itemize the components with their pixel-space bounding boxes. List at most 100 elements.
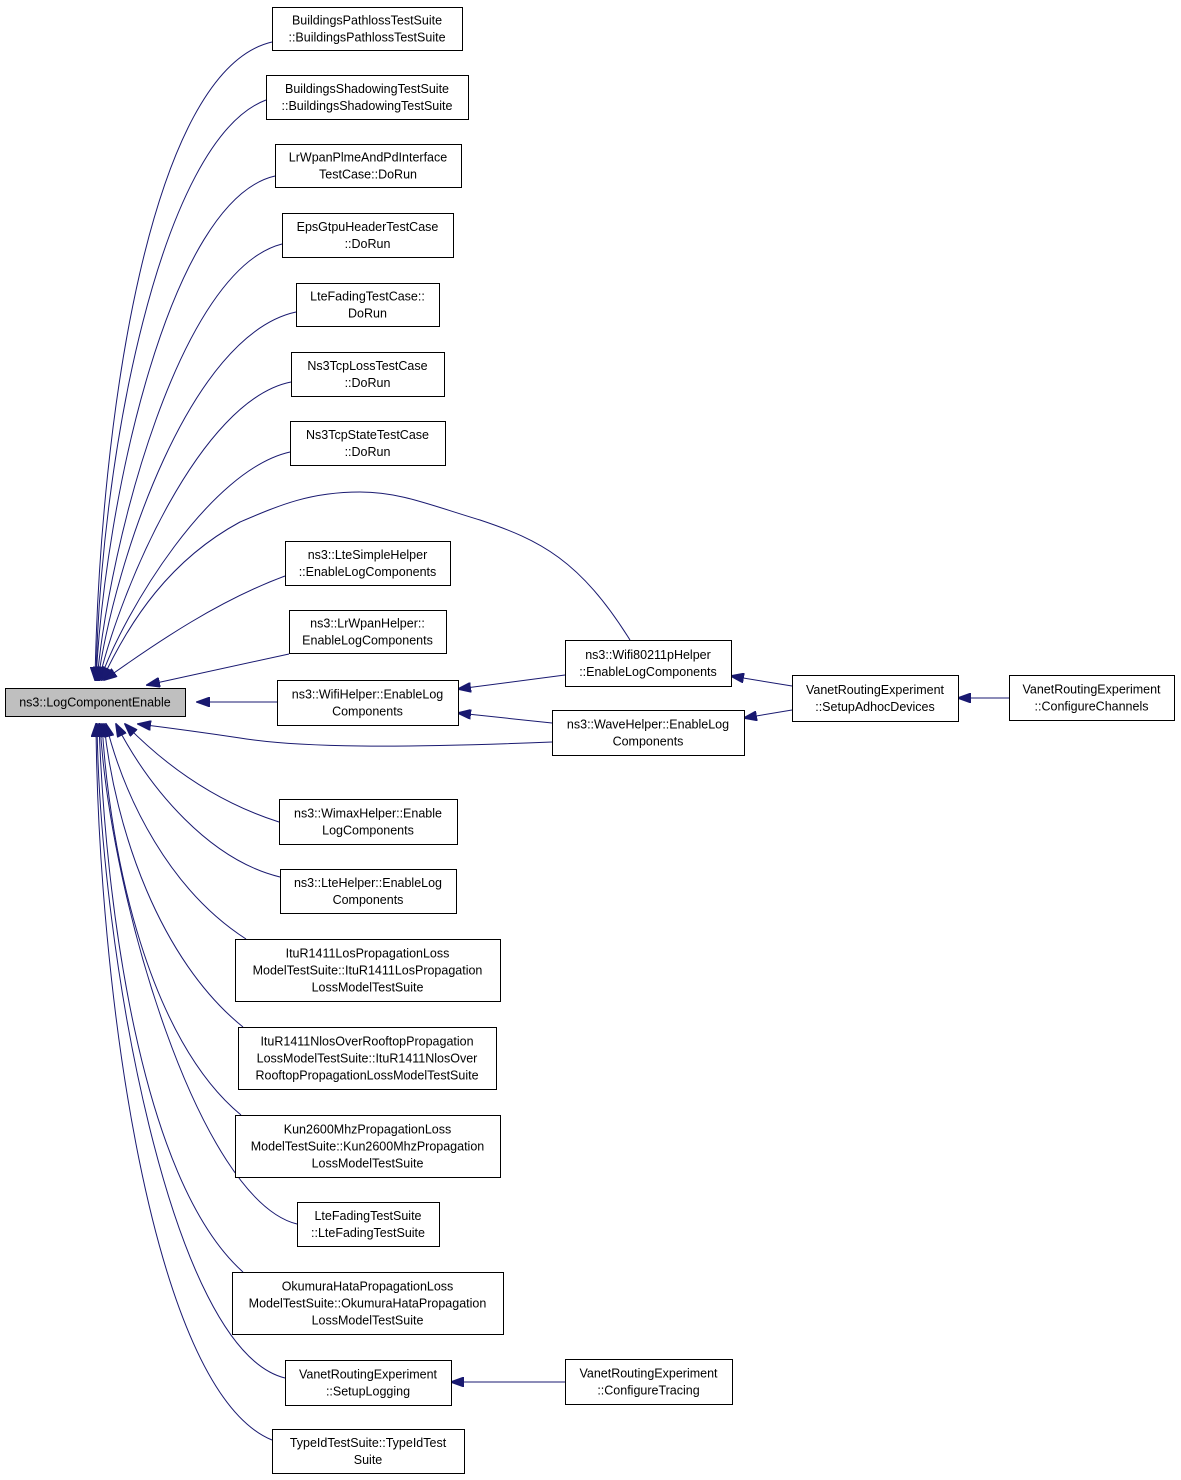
edge-n16-root [100, 724, 298, 1225]
edge-line [99, 381, 292, 680]
graph-node[interactable]: BuildingsPathlossTestSuite::BuildingsPat… [272, 7, 463, 51]
node-box [277, 680, 459, 726]
graph-node[interactable]: VanetRoutingExperiment::SetupLogging [285, 1360, 452, 1406]
graph-node[interactable]: OkumuraHataPropagationLossModelTestSuite… [232, 1272, 504, 1335]
node-box [291, 352, 445, 397]
graph-node[interactable]: ns3::WimaxHelper::EnableLogComponents [279, 799, 458, 845]
node-label: TypeIdTestSuite::TypeIdTest [290, 1436, 447, 1450]
node-label: LrWpanPlmeAndPdInterface [289, 151, 447, 165]
edge-line [100, 724, 298, 1225]
node-box [238, 1027, 497, 1090]
graph-node[interactable]: Kun2600MhzPropagationLossModelTestSuite:… [235, 1115, 501, 1178]
edge-line [106, 724, 247, 940]
edge-n9-root [147, 653, 290, 685]
node-label: LogComponents [322, 824, 414, 838]
node-label: Ns3TcpLossTestCase [307, 359, 427, 373]
node-box [297, 1202, 440, 1247]
edge-line [98, 311, 297, 680]
graph-node[interactable]: TypeIdTestSuite::TypeIdTestSuite [272, 1429, 465, 1474]
edge-n22-n21 [744, 709, 793, 718]
graph-node[interactable]: BuildingsShadowingTestSuite::BuildingsSh… [266, 75, 469, 120]
edge-line [147, 653, 290, 685]
node-box [279, 799, 458, 845]
node-label: ItuR1411NlosOverRooftopPropagation [260, 1035, 473, 1049]
edge-line [97, 243, 283, 680]
node-label: EnableLogComponents [302, 634, 433, 648]
node-box [282, 213, 454, 258]
node-label: LteFadingTestCase:: [310, 290, 425, 304]
graph-node[interactable]: EpsGtpuHeaderTestCase::DoRun [282, 213, 454, 258]
graph-node[interactable]: Ns3TcpLossTestCase::DoRun [291, 352, 445, 397]
edge-n22-n20 [731, 676, 793, 687]
node-label: Suite [354, 1453, 383, 1467]
node-box [280, 869, 457, 914]
node-label: ::ConfigureTracing [597, 1384, 699, 1398]
edge-line [95, 41, 273, 680]
graph-node[interactable]: ItuR1411NlosOverRooftopPropagationLossMo… [238, 1027, 497, 1090]
node-box [272, 1429, 465, 1474]
node-label: ::EnableLogComponents [579, 665, 717, 679]
node-label: Components [332, 705, 403, 719]
node-label: ns3::LogComponentEnable [19, 696, 171, 710]
node-label: LossModelTestSuite [312, 981, 424, 995]
edge-line [96, 175, 276, 680]
node-label: DoRun [348, 307, 387, 321]
node-label: ns3::LteSimpleHelper [308, 548, 428, 562]
node-label: ns3::LrWpanHelper:: [310, 617, 425, 631]
graph-node[interactable]: Ns3TcpStateTestCase::DoRun [290, 421, 446, 466]
edge-n6-root [99, 381, 292, 680]
edge-line [102, 724, 242, 1116]
node-label: ::SetupLogging [326, 1385, 410, 1399]
graph-node[interactable]: VanetRoutingExperiment::SetupAdhocDevice… [792, 675, 959, 722]
edge-n11-root [125, 724, 280, 823]
node-box [565, 640, 732, 687]
node-label: ns3::WaveHelper::EnableLog [567, 718, 729, 732]
node-label: ItuR1411LosPropagationLoss [286, 947, 450, 961]
root-node[interactable]: ns3::LogComponentEnable [5, 688, 186, 717]
graph-node[interactable]: ns3::Wifi80211pHelper::EnableLogComponen… [565, 640, 732, 687]
node-box [235, 1115, 501, 1178]
graph-node[interactable]: VanetRoutingExperiment::ConfigureChannel… [1009, 675, 1175, 721]
graph-node[interactable]: ns3::LrWpanHelper::EnableLogComponents [289, 610, 447, 654]
node-label: Components [333, 893, 404, 907]
graph-node[interactable]: LteFadingTestCase::DoRun [296, 283, 440, 327]
graph-node[interactable]: ns3::LteSimpleHelper::EnableLogComponent… [285, 541, 451, 586]
graph-node[interactable]: ns3::WifiHelper::EnableLogComponents [277, 680, 459, 726]
node-label: ::EnableLogComponents [299, 565, 437, 579]
edge-line [104, 575, 286, 680]
node-box [285, 1360, 452, 1406]
node-box [290, 421, 446, 466]
edge-line [458, 674, 566, 689]
edge-n20-n10 [458, 674, 566, 689]
node-label: ::SetupAdhocDevices [815, 700, 935, 714]
graph-node[interactable]: ItuR1411LosPropagationLossModelTestSuite… [235, 939, 501, 1002]
graph-node[interactable]: LteFadingTestSuite::LteFadingTestSuite [297, 1202, 440, 1247]
edge-n7-root [100, 451, 291, 680]
edge-line [99, 724, 244, 1273]
node-box [235, 939, 501, 1002]
edge-n20-root [102, 491, 631, 680]
node-label: ModelTestSuite::OkumuraHataPropagation [249, 1297, 487, 1311]
graph-node[interactable]: ns3::WaveHelper::EnableLogComponents [552, 710, 745, 756]
edge-line [100, 451, 291, 680]
node-label: EpsGtpuHeaderTestCase [297, 220, 439, 234]
node-label: ::DoRun [345, 376, 391, 390]
edge-n4-root [97, 243, 283, 680]
node-box [272, 7, 463, 51]
edges-layer [95, 41, 1009, 1441]
node-label: VanetRoutingExperiment [579, 1367, 718, 1381]
edge-n13-root [106, 724, 247, 940]
node-label: ::ConfigureChannels [1035, 700, 1149, 714]
edge-n21-root [138, 724, 553, 747]
graph-node[interactable]: VanetRoutingExperiment::ConfigureTracing [565, 1359, 733, 1405]
edge-n1-root [95, 41, 273, 680]
node-box [1009, 675, 1175, 721]
nodes-layer: ns3::LogComponentEnable BuildingsPathloss… [5, 7, 1175, 1474]
edge-n14-root [104, 724, 244, 1028]
edge-n12-root [116, 724, 281, 878]
graph-node[interactable]: ns3::LteHelper::EnableLogComponents [280, 869, 457, 914]
node-label: ModelTestSuite::ItuR1411LosPropagation [253, 964, 483, 978]
edge-line [102, 491, 631, 680]
